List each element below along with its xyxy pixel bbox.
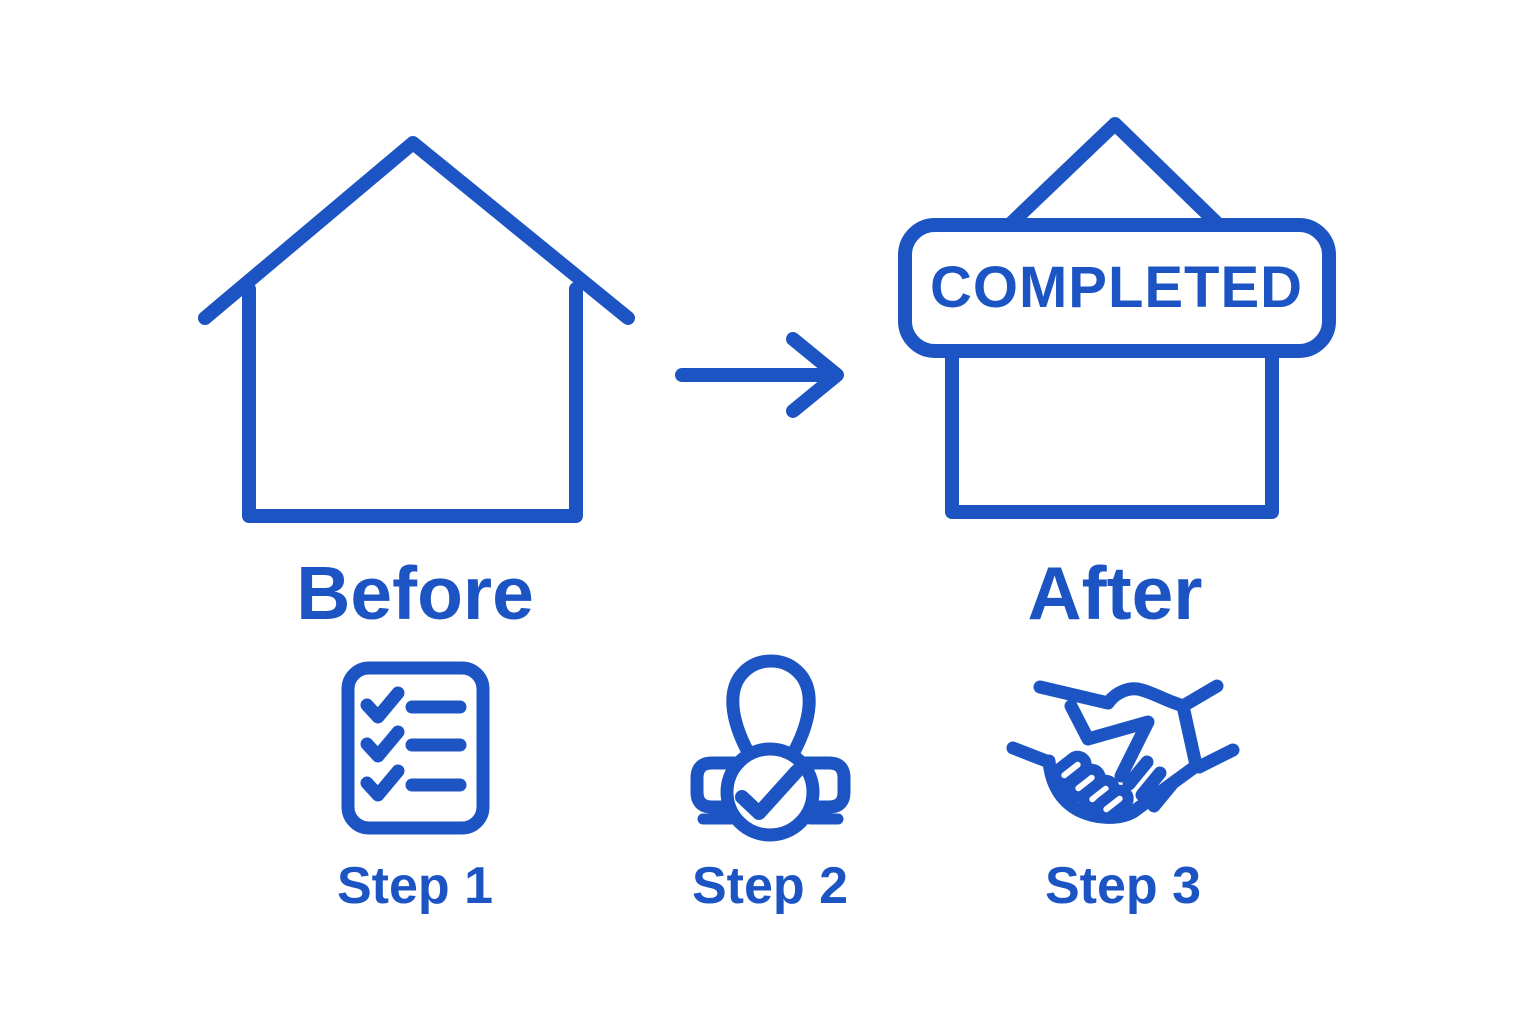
house-outline-icon — [198, 136, 635, 523]
handshake-icon — [1006, 679, 1240, 824]
house-after-roof — [995, 117, 1233, 239]
house-after-body — [945, 343, 1279, 519]
checklist-check-3 — [360, 764, 405, 802]
after-label: After — [1027, 551, 1203, 635]
stamp-handle — [726, 654, 816, 759]
house-roof — [198, 136, 635, 325]
stamp-check-icon — [690, 654, 851, 842]
checklist-page — [341, 661, 490, 835]
checklist-icon — [341, 661, 490, 835]
handshake-thumb-edge — [1064, 699, 1155, 783]
handshake-arm-right-bottom — [1192, 743, 1240, 774]
step-3-label: Step 3 — [1044, 857, 1202, 915]
completed-sign-box — [898, 218, 1336, 358]
step-2-label: Step 2 — [691, 857, 849, 915]
arrow-right-icon — [675, 332, 844, 418]
stamp-checkmark — [735, 764, 804, 820]
handshake-finger-1 — [1122, 755, 1154, 791]
handshake-finger-3 — [1147, 777, 1179, 813]
completed-sign-text: COMPLETED — [929, 255, 1304, 320]
checklist-check-1 — [360, 686, 405, 724]
arrow-head — [786, 332, 844, 418]
handshake-finger-2 — [1135, 766, 1167, 802]
step-1-label: Step 1 — [336, 857, 494, 915]
stamp-wing-left — [690, 756, 749, 814]
handshake-knuckle-4 — [1092, 784, 1134, 824]
handshake-cuff-right — [1176, 699, 1203, 772]
stamp-wing-right — [792, 756, 851, 814]
house-completed-sign-icon — [898, 117, 1336, 519]
house-body — [242, 282, 583, 523]
before-label: Before — [296, 551, 534, 635]
handshake-arms-top — [1033, 679, 1224, 713]
checklist-check-2 — [360, 725, 405, 763]
